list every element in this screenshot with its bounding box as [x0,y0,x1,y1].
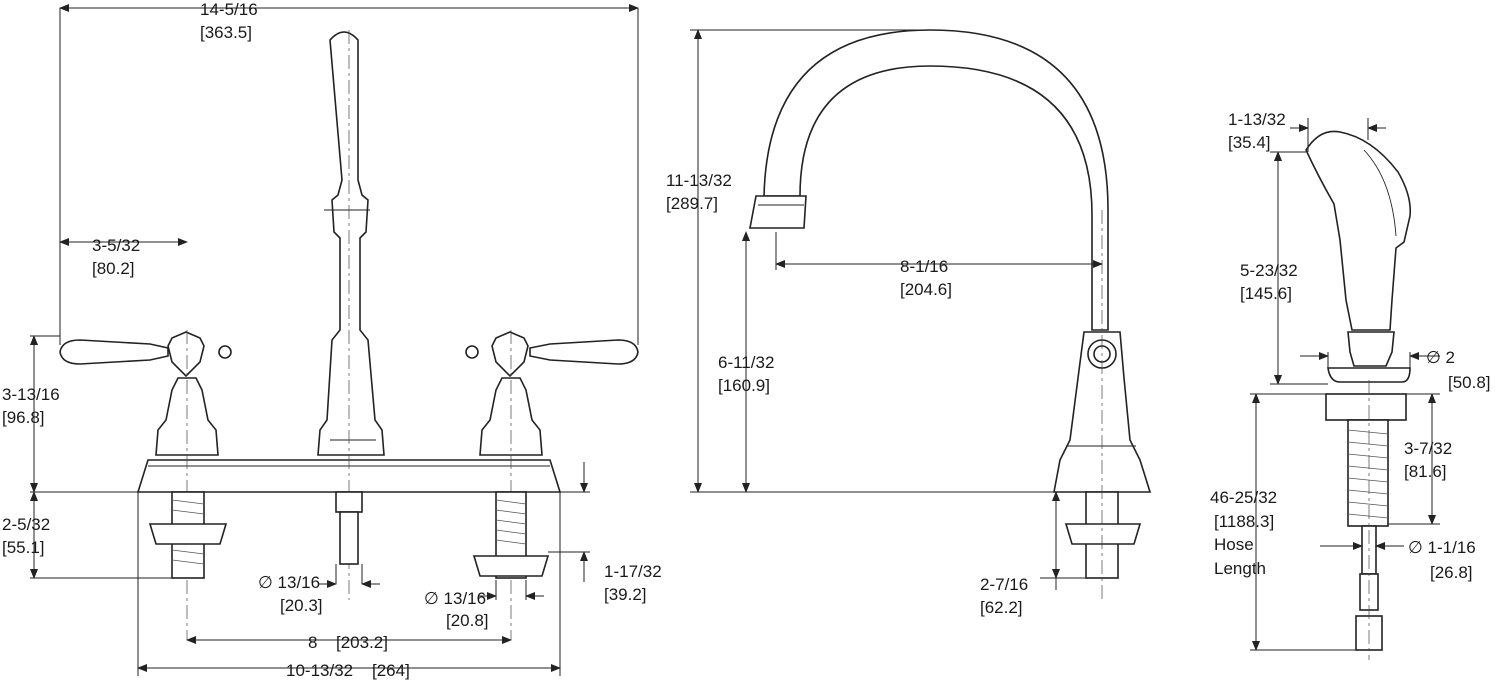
spray-height-mm: [145.6] [1240,284,1292,303]
spray-shank-dia-frac: ∅ 1-1/16 [1408,538,1476,557]
left-lever [59,339,169,365]
handle-offset-mm: [80.2] [92,259,135,278]
spout-reach-frac: 8-1/16 [900,257,948,276]
centers-frac: 8 [308,633,317,652]
hole-dia-center-mm: [20.3] [280,596,323,615]
hose-length-frac: 46-25/32 [1210,488,1277,507]
front-view [59,30,639,640]
hose-label: Hose [1214,535,1254,554]
spout-height-mm: [289.7] [666,194,718,213]
centers-mm: [203.2] [336,633,388,652]
handle-height-frac: 3-13/16 [2,385,60,404]
base-dia-frac: ∅ 2 [1426,348,1455,367]
overall-width-frac: 14-5/16 [200,0,258,19]
head-width-frac: 1-13/32 [1228,110,1286,129]
gooseneck-spout [763,29,1109,331]
center-shank [339,511,359,565]
spout-clearance-mm: [160.9] [718,376,770,395]
spout-clearance-frac: 6-11/32 [718,353,774,372]
base-dia-mm: [50.8] [1448,373,1491,392]
right-lever [529,339,639,365]
hole-dia-center-frac: ∅ 13/16 [258,573,320,592]
spray-shank-frac: 3-7/32 [1404,439,1452,458]
spout-tip [749,195,807,229]
left-nut [148,523,228,545]
center-spout [317,31,385,456]
max-deck-frac: 1-17/32 [604,562,662,581]
right-nut [472,555,550,577]
base-width-mm: [264] [372,661,410,680]
right-handle-cap [491,331,529,378]
spout-height-frac: 11-13/32 [666,171,732,190]
length-label: Length [1214,559,1266,578]
hose-length-mm: [1188.3] [1214,512,1274,531]
spray-head [1305,130,1412,331]
spout-reach-mm: [204.6] [900,280,952,299]
hole-dia-side-frac: ∅ 13/16 [424,589,486,608]
side-dimensions: 11-13/32 [289.7] 8-1/16 [204.6] 6-11/32 … [666,29,1103,617]
overall-width-mm: [363.5] [200,23,252,42]
base-width-frac: 10-13/32 [286,661,353,680]
hole-dia-side-mm: [20.8] [446,611,489,630]
side-shank-mm: [62.2] [980,598,1023,617]
handle-height-mm: [96.8] [2,408,45,427]
spray-height-frac: 5-23/32 [1240,261,1298,280]
side-shank-frac: 2-7/16 [980,575,1028,594]
left-handle-cap [167,331,205,378]
spray-shank [1347,419,1389,527]
head-width-mm: [35.4] [1228,133,1271,152]
spray-mount [1325,393,1407,421]
handle-offset-frac: 3-5/32 [92,236,140,255]
spray-dimensions: 1-13/32 [35.4] 5-23/32 [145.6] ∅ 2 [50.8… [1210,110,1491,651]
spray-view [1305,130,1412,660]
front-dimensions: 14-5/16 [363.5] 3-5/32 [80.2] 3-13/16 [9… [2,0,662,680]
side-view [749,29,1152,600]
spray-base [1327,367,1411,383]
shank-length-frac: 2-5/32 [2,515,50,534]
shank-length-mm: [55.1] [2,538,45,557]
spray-shank-dia-mm: [26.8] [1430,563,1473,582]
spray-shank-mm: [81.6] [1404,462,1447,481]
max-deck-mm: [39.2] [604,585,647,604]
